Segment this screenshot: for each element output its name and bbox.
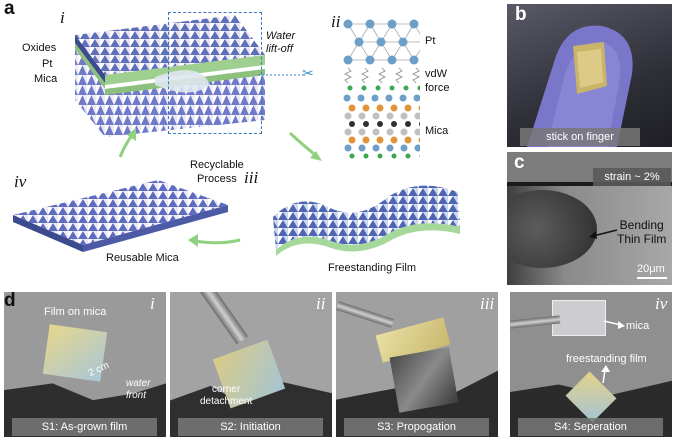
bending-film-label: Bending Thin Film: [617, 218, 667, 246]
pt-label: Pt: [425, 35, 436, 47]
s3-photo: [336, 292, 498, 437]
cycle-arrows: [118, 128, 322, 247]
atomic-structure-diagram: [343, 19, 420, 159]
reusable-mica-illustration: [13, 180, 228, 252]
layer-label-mica: Mica: [34, 73, 58, 85]
panel-a-iv-label: iv: [14, 172, 27, 191]
panel-a-i-label: i: [60, 8, 65, 27]
scale-bar-label: 20μm: [637, 263, 665, 275]
s1-photo: [4, 292, 166, 437]
s4-caption: S4: Seperation: [518, 418, 663, 436]
film-on-mica-label: Film on mica: [44, 306, 107, 318]
strain-label: strain ~ 2%: [593, 168, 671, 186]
connector-line: [258, 74, 303, 76]
s3-caption: S3: Propogation: [344, 418, 489, 436]
zoom-selection-box: [168, 12, 262, 134]
s1-caption: S1: As-grown film: [12, 418, 157, 436]
s2-photo: [170, 292, 332, 437]
layered-stack-illustration: [75, 15, 265, 137]
s1-roman: i: [150, 294, 155, 313]
panel-a-iii-label: iii: [244, 168, 259, 187]
layer-label-pt: Pt: [42, 58, 53, 70]
panel-c-label: c: [514, 152, 525, 173]
stick-on-finger-caption: stick on finger: [520, 128, 640, 146]
freestanding-film-label: freestanding film: [566, 353, 647, 365]
water-liftoff-label: Water lift-off: [266, 30, 296, 55]
vdw-force-label: vdW force: [425, 68, 450, 94]
reusable-mica-caption: Reusable Mica: [106, 252, 179, 264]
scale-bar: [637, 277, 667, 279]
freestanding-film-illustration: [273, 185, 460, 256]
s3-roman: iii: [480, 294, 495, 313]
panel-a-label: a: [4, 0, 15, 19]
mica-label: Mica: [425, 125, 449, 137]
mica-arrow: [603, 320, 625, 329]
panel-a-ii-label: ii: [331, 12, 341, 31]
panel-d-label: d: [4, 290, 16, 311]
recyclable-process-label: Recyclable Process: [190, 159, 244, 185]
scissors-icon: ✂: [302, 65, 314, 81]
mica-arrow-label: mica: [626, 320, 650, 332]
freestanding-film-caption: Freestanding Film: [328, 262, 417, 274]
s2-roman: ii: [316, 294, 326, 313]
corner-detachment-label: corner detachment: [200, 384, 253, 407]
s2-caption: S2: Initiation: [178, 418, 323, 436]
s4-roman: iv: [655, 294, 668, 313]
finger-photo: [507, 4, 672, 147]
water-front-label: water front: [126, 378, 151, 401]
panel-b-label: b: [515, 4, 527, 25]
layer-label-oxides: Oxides: [22, 42, 57, 54]
bending-arrow: [589, 229, 618, 239]
film-arrow: [601, 365, 610, 384]
